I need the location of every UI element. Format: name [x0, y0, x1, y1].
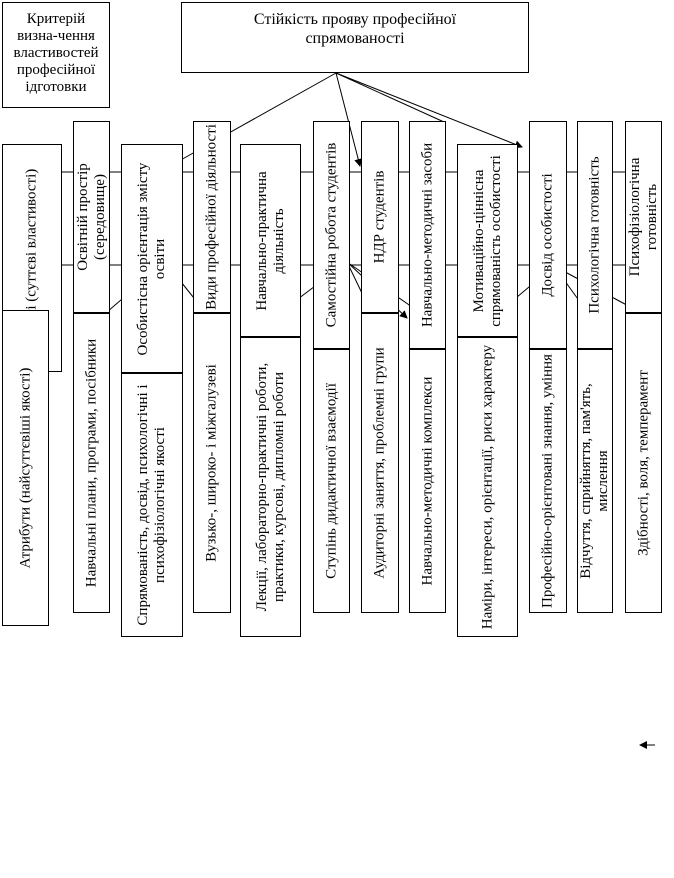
column-top-label: Психофізіологічна готовність	[626, 157, 660, 277]
column-bottom-label: Вузько-, широко- і міжгалузеві	[203, 364, 220, 562]
column-top-8: Мотиваційно-ціннісна спрямованість особи…	[457, 144, 518, 337]
column-top-label: Навчально-практична діяльність	[253, 170, 287, 311]
column-top-9: Досвід особистості	[529, 121, 567, 349]
title-label: Стійкість прояву професійної спрямованос…	[253, 11, 457, 47]
column-bottom-2: Спрямованість, досвід, психологічні і пс…	[121, 373, 183, 637]
column-bottom-label: Спрямованість, досвід, психологічні і пс…	[135, 384, 168, 626]
column-top-label: Самостійна робота студентів	[323, 142, 339, 328]
column-bottom-label: Професійно-орієнтовані знання, уміння	[539, 354, 556, 608]
column-bottom-label: Лекції, лабораторно-практичні роботи, пр…	[253, 362, 287, 612]
column-bottom-label: Відчуття, сприйняття, пам'ять, мислення	[578, 383, 611, 579]
attributes-box: Атрибути (найсуттєвіші якості)	[2, 310, 49, 626]
column-top-4: Навчально-практична діяльність	[240, 144, 301, 337]
column-top-label: Освітній простір (середовище)	[74, 163, 108, 271]
column-top-10: Психологічна готовність	[577, 121, 613, 349]
column-top-label: Види професійної діяльності	[203, 124, 220, 310]
column-bottom-5: Ступінь дидактичної взаємодії	[313, 349, 350, 613]
column-top-label: Навчально-методичні засоби	[419, 142, 435, 328]
column-top-1: Освітній простір (середовище)	[73, 121, 110, 313]
column-top-5: Самостійна робота студентів	[313, 121, 350, 349]
column-bottom-label: Навчально-методичні комплекси	[419, 376, 435, 586]
column-bottom-9: Професійно-орієнтовані знання, уміння	[529, 349, 567, 613]
column-top-label: НДР студентів	[371, 170, 388, 264]
column-top-6: НДР студентів	[361, 121, 399, 313]
column-bottom-11: Здібності, воля, темперамент	[625, 313, 662, 613]
column-bottom-8: Наміри, інтереси, орієнтації, риси харак…	[457, 337, 518, 637]
column-top-3: Види професійної діяльності	[193, 121, 231, 313]
column-bottom-label: Аудиторні заняття, проблемні групи	[371, 347, 388, 579]
column-top-label: Особистісна орієнтація змісту освіти	[135, 162, 168, 355]
column-top-label: Досвід особистості	[539, 173, 556, 297]
column-bottom-3: Вузько-, широко- і міжгалузеві	[193, 313, 231, 613]
column-top-11: Психофізіологічна готовність	[625, 121, 662, 313]
column-bottom-label: Здібності, воля, темперамент	[635, 370, 651, 556]
column-top-label: Психологічна готовність	[586, 156, 603, 314]
column-bottom-1: Навчальні плани, програми, посібники	[73, 313, 110, 613]
column-bottom-label: Наміри, інтереси, орієнтації, риси харак…	[479, 344, 495, 630]
column-top-2: Особистісна орієнтація змісту освіти	[121, 144, 183, 373]
column-bottom-label: Ступінь дидактичної взаємодії	[323, 383, 339, 579]
title-box: Стійкість прояву професійної спрямованос…	[181, 2, 529, 73]
attributes-label: Атрибути (найсуттєвіші якості)	[17, 367, 33, 569]
column-top-7: Навчально-методичні засоби	[409, 121, 446, 349]
column-bottom-10: Відчуття, сприйняття, пам'ять, мислення	[577, 349, 613, 613]
column-top-label: Мотиваційно-ціннісна спрямованість особи…	[470, 154, 504, 327]
criterion-label: Критерій визна-чення властивостей профес…	[13, 11, 99, 95]
column-bottom-7: Навчально-методичні комплекси	[409, 349, 446, 613]
column-bottom-4: Лекції, лабораторно-практичні роботи, пр…	[240, 337, 301, 637]
criterion-box: Критерій визна-чення властивостей профес…	[2, 2, 110, 108]
column-bottom-6: Аудиторні заняття, проблемні групи	[361, 313, 399, 613]
column-bottom-label: Навчальні плани, програми, посібники	[83, 338, 99, 588]
